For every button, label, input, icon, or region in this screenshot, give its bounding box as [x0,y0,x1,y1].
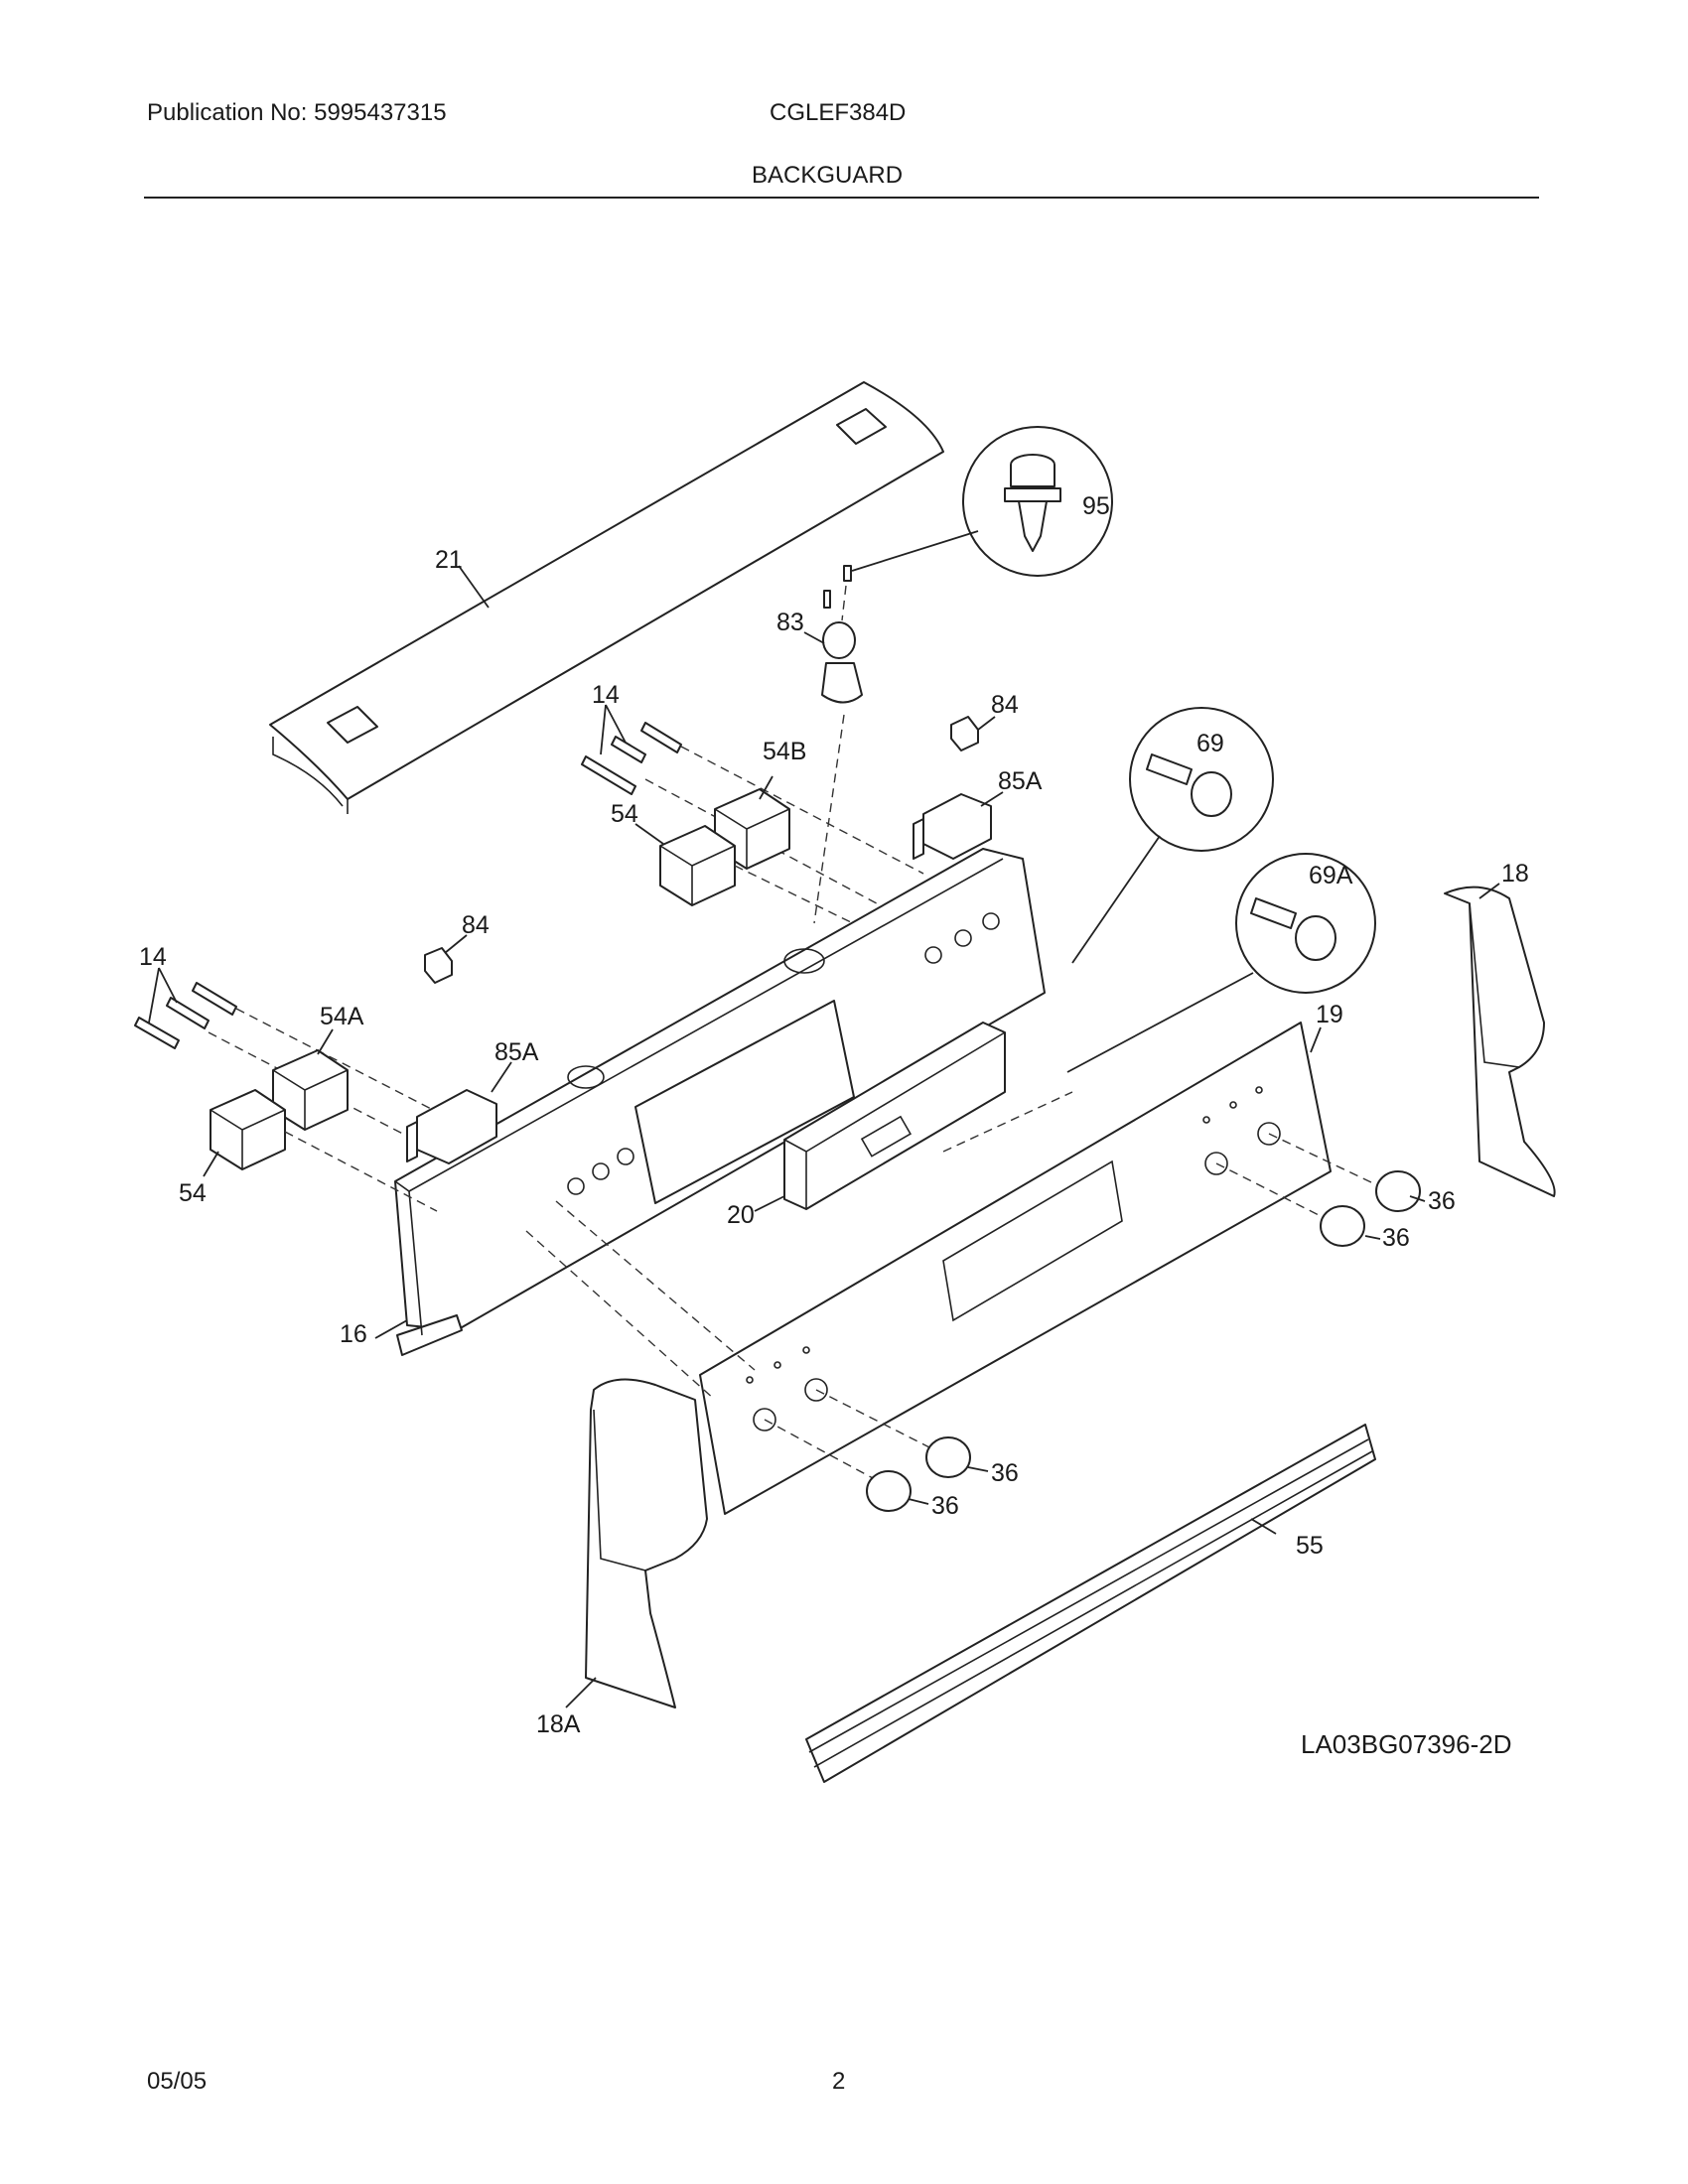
callout-14-lower: 14 [139,943,167,971]
callout-84-lower: 84 [462,911,490,939]
part-14-lower-terminals [134,967,438,1153]
part-95-screw-detail [851,426,1113,577]
callout-21: 21 [435,546,463,574]
part-14-upper-terminals [581,704,924,924]
part-85a-lower-bracket [406,1089,497,1164]
callout-20: 20 [727,1201,755,1229]
callout-54a: 54A [320,1003,364,1030]
callout-16: 16 [340,1320,367,1348]
part-83-lamp-socket [813,565,863,924]
part-69-screw-detail [1071,707,1274,964]
part-19-control-panel [525,1022,1391,1515]
callout-36-a: 36 [1428,1187,1456,1215]
callout-69a: 69A [1309,862,1353,889]
part-16-backguard-frame [394,848,1046,1356]
part-84-lower-clip [424,947,453,984]
callout-85a-upper: 85A [998,767,1043,795]
callout-54b: 54B [763,738,806,765]
part-21-top-trim [269,381,944,814]
callout-14-upper: 14 [592,681,620,709]
part-85a-upper-bracket [913,793,992,860]
callout-18a: 18A [536,1710,581,1738]
callout-95: 95 [1082,492,1110,520]
part-69a-screw-detail [1066,853,1376,1073]
part-18-right-endcap [1444,886,1556,1197]
diagram-code: LA03BG07396-2D [1301,1729,1512,1759]
callout-69: 69 [1196,730,1224,757]
callout-leaders [203,565,1500,1708]
callout-36-c: 36 [991,1459,1019,1487]
part-55-trim-strip [805,1424,1376,1783]
callout-19: 19 [1316,1001,1343,1028]
callout-83: 83 [776,609,804,636]
callout-18: 18 [1501,860,1529,887]
part-84-upper-clip [950,716,979,751]
callout-54-lower: 54 [179,1179,207,1207]
page-number: 2 [832,2068,846,2095]
header-rule [144,197,1539,199]
callout-36-d: 36 [931,1492,959,1520]
part-54a-switch [272,1049,349,1131]
part-36-knobs [866,1170,1421,1512]
section-title: BACKGUARD [752,162,904,189]
part-20-control-board [783,1022,1073,1210]
callout-54-upper: 54 [611,800,638,828]
callout-85a-lower: 85A [494,1038,539,1066]
callout-84-upper: 84 [991,691,1019,719]
part-54-upper-switch [659,825,895,944]
model-number: CGLEF384D [770,99,907,126]
callout-36-b: 36 [1382,1224,1410,1252]
part-54-lower-switch [210,1089,438,1212]
part-18a-left-endcap [585,1378,708,1708]
footer-date: 05/05 [147,2068,208,2095]
callout-55: 55 [1296,1532,1324,1560]
publication-number: Publication No: 5995437315 [147,99,447,126]
